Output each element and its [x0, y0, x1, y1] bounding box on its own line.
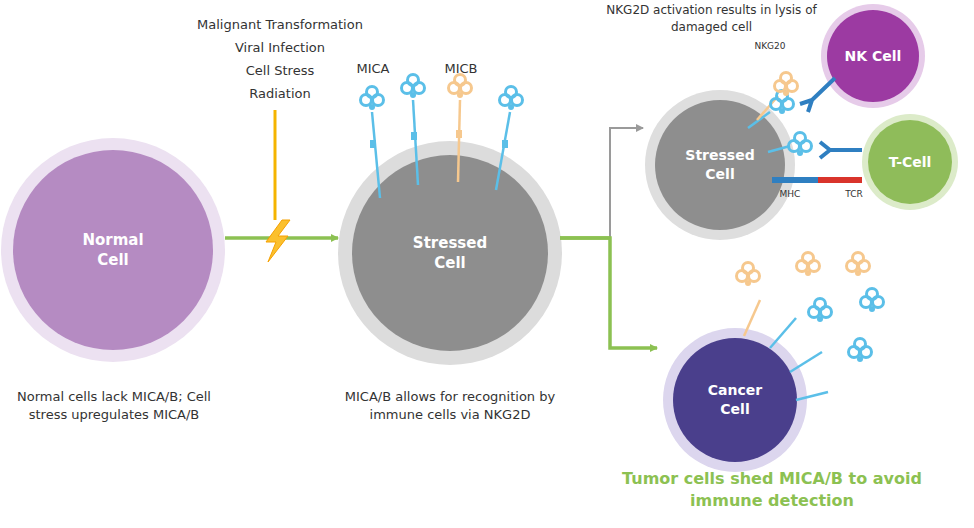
mica-head [500, 87, 523, 111]
cell-shape [663, 328, 807, 472]
nk-cell: NK Cell [821, 4, 925, 108]
shed-micb [737, 263, 760, 287]
receptor-complex [748, 78, 862, 180]
flow-arrow [560, 238, 657, 348]
t-cell: T-Cell [862, 114, 958, 210]
cell-name: Stressed Cell [405, 233, 495, 274]
trigger-label: Viral Infection [170, 39, 390, 57]
cell-name: T-Cell [889, 153, 932, 172]
cell-shape [645, 90, 795, 240]
lightning-bolt [266, 220, 290, 262]
receptor-label: TCR [834, 188, 874, 201]
mica-head [789, 133, 812, 157]
mica-head [361, 87, 384, 111]
trigger-line [274, 110, 277, 220]
normal-cell: Normal Cell [1, 138, 225, 362]
molecule-label: MICB [436, 60, 486, 78]
shed-mica [849, 339, 872, 363]
cell-name: Normal Cell [68, 230, 158, 271]
caption-text: Normal cells lack MICA/B; Cell stress up… [14, 388, 214, 424]
molecule-label: MICA [348, 60, 398, 78]
note-text: NKG2D activation results in lysis of dam… [604, 2, 819, 36]
mica-head [771, 91, 794, 115]
flow-arrow [560, 128, 643, 238]
shed-mica [861, 289, 884, 313]
shed-mica [809, 299, 832, 323]
cell-name: Stressed Cell [680, 146, 760, 184]
trigger-label: Radiation [170, 85, 390, 103]
cell-name: NK Cell [845, 47, 902, 66]
trigger-label: Malignant Transformation [170, 16, 390, 34]
cell-shape [1, 138, 225, 362]
micb-head [449, 75, 472, 99]
caption-text: MICA/B allows for recognition by immune … [342, 388, 558, 424]
mic-molecules [370, 100, 510, 198]
conclusion-text: Tumor cells shed MICA/B to avoid immune … [612, 468, 932, 513]
shed-micb [847, 253, 870, 277]
stressed-cell: Stressed Cell [645, 90, 795, 240]
micb-head [775, 73, 798, 97]
cell-name: Cancer Cell [700, 381, 770, 419]
mica-head [402, 75, 425, 99]
receptor-label: MHC [770, 188, 810, 201]
stressed-cell: Stressed Cell [338, 141, 562, 365]
cancer-cell: Cancer Cell [663, 328, 807, 472]
cell-shape [338, 141, 562, 365]
receptor-label: NKG20 [740, 40, 800, 53]
shed-micb [797, 253, 820, 277]
cancer-stalks [744, 300, 828, 400]
